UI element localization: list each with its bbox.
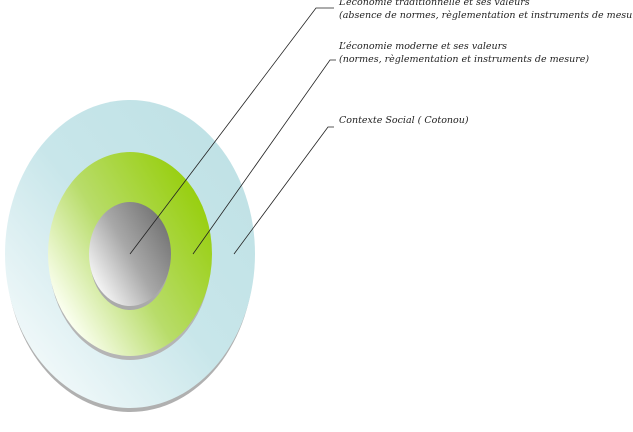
label-social-context: Contexte Social ( Cotonou): [339, 114, 469, 127]
label-traditional-title: L’économie traditionnelle et ses valeurs: [339, 0, 530, 8]
label-traditional-economy: L’économie traditionnelle et ses valeurs…: [339, 0, 633, 22]
label-traditional-subtitle: (absence de normes, règlementation et in…: [339, 10, 633, 21]
label-modern-subtitle: (normes, règlementation et instruments d…: [339, 54, 590, 65]
label-modern-title: L’économie moderne et ses valeurs: [339, 41, 508, 52]
leader-line-context: [233, 126, 334, 255]
leader-line-traditional: [129, 7, 334, 255]
leader-line-modern: [192, 59, 336, 255]
label-context-title: Contexte Social ( Cotonou): [339, 115, 469, 126]
label-modern-economy: L’économie moderne et ses valeurs (norme…: [339, 40, 589, 66]
